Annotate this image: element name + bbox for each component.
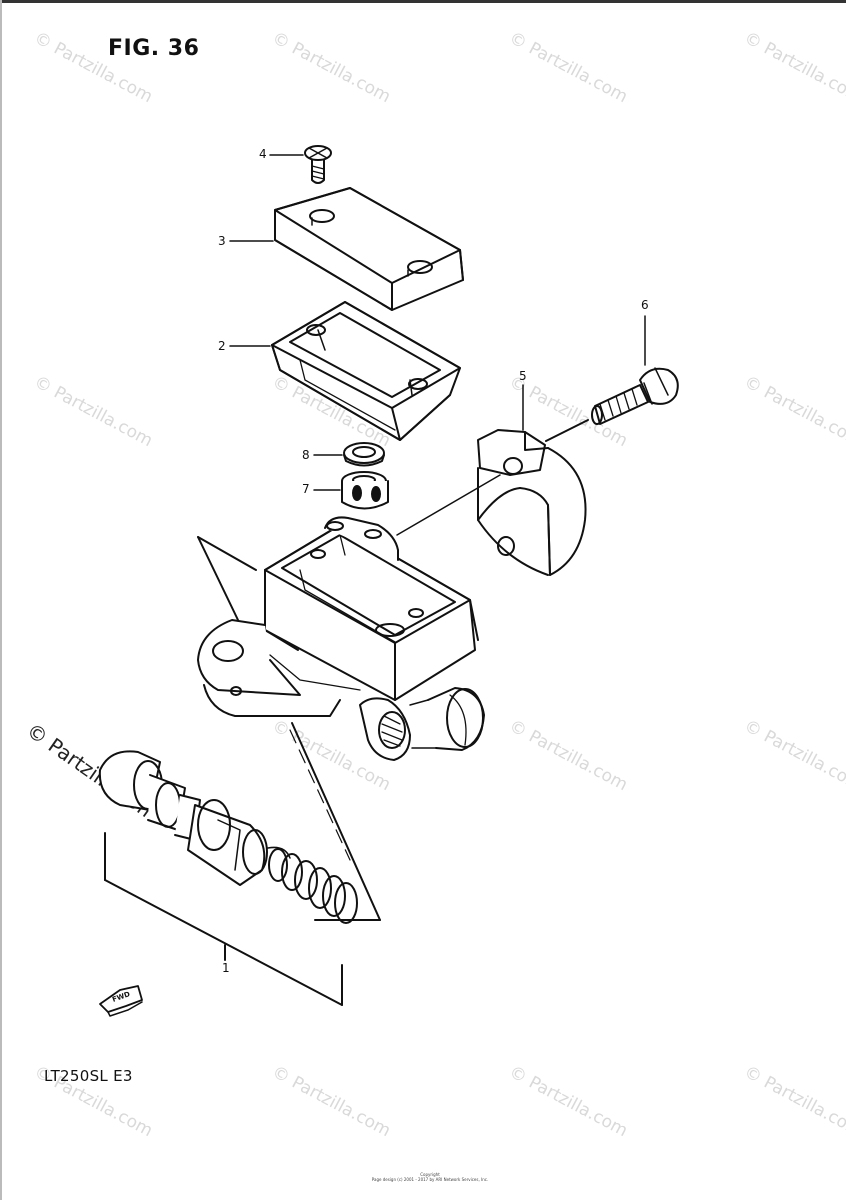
bracket-line <box>197 536 257 571</box>
boot-part-7[interactable] <box>341 471 389 510</box>
fwd-arrow-icon <box>99 985 143 1017</box>
washer-part-8[interactable] <box>343 442 385 467</box>
master-cylinder-body[interactable] <box>197 516 485 761</box>
assembly-axis-line <box>289 729 351 861</box>
callout-3: 3 <box>218 234 226 248</box>
leader-line <box>545 419 589 442</box>
scan-edge-top <box>0 0 846 3</box>
callout-8: 8 <box>302 448 310 462</box>
reservoir-cap-part-3[interactable] <box>274 187 464 311</box>
clamp-part-5[interactable] <box>477 429 587 576</box>
copyright-notice: Copyright Page design (c) 2001 - 2017 by… <box>365 1172 495 1182</box>
copyright-line: Copyright <box>420 1172 440 1177</box>
bracket-line <box>291 722 381 921</box>
figure-title: FIG. 36 <box>108 36 200 61</box>
diaphragm-part-2[interactable] <box>271 301 461 441</box>
callout-1: 1 <box>222 961 230 975</box>
leader-line <box>396 474 501 536</box>
callout-4: 4 <box>259 147 267 161</box>
scan-edge-left <box>0 0 2 1200</box>
callout-7: 7 <box>302 482 310 496</box>
bracket-line <box>104 879 343 1006</box>
callout-2: 2 <box>218 339 226 353</box>
bolt-part-6[interactable] <box>591 367 679 425</box>
screw-part-4[interactable] <box>304 145 332 184</box>
callout-5: 5 <box>519 369 527 383</box>
bracket-line <box>197 536 239 621</box>
piston-assembly-part-1[interactable] <box>98 750 358 924</box>
copyright-line: Page design (c) 2001 - 2017 by ARI Netwo… <box>371 1177 489 1182</box>
callout-6: 6 <box>641 298 649 312</box>
model-label: LT250SL E3 <box>44 1067 133 1085</box>
